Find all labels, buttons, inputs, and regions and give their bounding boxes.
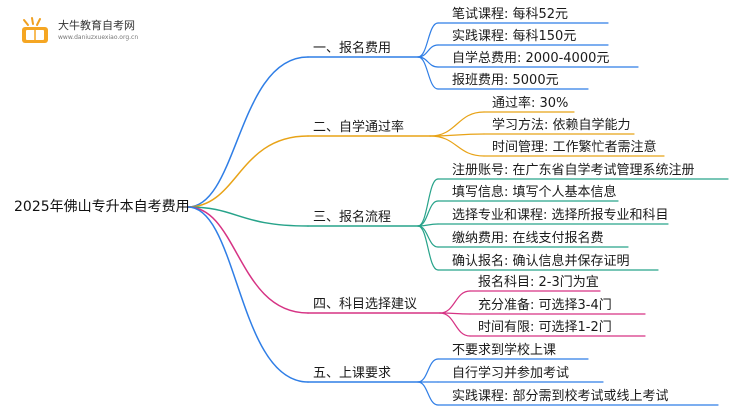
branch-3-child-4-connector	[417, 225, 439, 248]
branch-5-item-1: 不要求到学校上课	[452, 343, 557, 358]
branch-1-item-3: 自学总费用: 2000-4000元	[452, 51, 610, 66]
site-name: 大牛教育自考网	[58, 19, 135, 32]
branch-5-item-2: 自行学习并参加考试	[452, 366, 570, 381]
branch-4-item-1: 报名科目: 2-3门为宜	[478, 275, 599, 290]
branch-3-label: 三、报名流程	[313, 210, 392, 225]
branch-4-connector	[187, 206, 309, 314]
branch-3-item-4: 缴纳费用: 在线支付报名费	[452, 231, 604, 246]
branch-1-child-4-connector	[417, 56, 439, 90]
root-node: 2025年佛山专升本自考费用	[14, 199, 190, 215]
branch-3-child-2-connector	[417, 200, 439, 227]
branch-5-child-3-connector	[417, 381, 439, 406]
site-url: www.daniuzxuexiao.org.cn	[58, 34, 139, 41]
branch-2-connector	[187, 135, 309, 208]
branch-5-child-1-connector	[417, 358, 439, 383]
branch-2-item-3: 时间管理: 工作繁忙者需注意	[492, 140, 657, 155]
branch-3-item-1: 注册账号: 在广东省自学考试管理系统注册	[452, 163, 695, 178]
branch-1-label: 一、报名费用	[313, 41, 392, 56]
branch-4-item-2: 充分准备: 可选择3-4门	[478, 298, 612, 313]
branch-3-item-3: 选择专业和课程: 选择所报专业和科目	[452, 208, 669, 223]
branch-2-item-2: 学习方法: 依赖自学能力	[492, 118, 631, 133]
branch-2-child-1-connector	[429, 111, 485, 137]
branch-1-child-1-connector	[417, 22, 439, 58]
branch-4-child-1-connector	[439, 290, 471, 314]
branch-3-child-5-connector	[417, 225, 439, 271]
branch-3-item-5: 确认报名: 确认信息并保存证明	[452, 254, 630, 269]
branch-1-item-4: 报班费用: 5000元	[452, 73, 559, 88]
branch-3-item-2: 填写信息: 填写个人基本信息	[452, 185, 617, 200]
branch-1-item-1: 笔试课程: 每科52元	[452, 7, 569, 22]
branch-2-item-1: 通过率: 30%	[492, 96, 569, 111]
branch-5-label: 五、上课要求	[313, 366, 392, 381]
branch-2-label: 二、自学通过率	[313, 120, 405, 135]
branch-1-item-2: 实践课程: 每科150元	[452, 29, 577, 44]
branch-4-item-3: 时间有限: 可选择1-2门	[478, 320, 612, 335]
book-logo-icon	[22, 17, 48, 43]
branch-1-connector	[187, 56, 309, 208]
branch-3-child-1-connector	[417, 178, 439, 227]
branch-5-item-3: 实践课程: 部分需到校考试或线上考试	[452, 389, 669, 404]
branch-2-child-3-connector	[429, 135, 485, 157]
branch-4-label: 四、科目选择建议	[313, 297, 418, 312]
branch-4-child-3-connector	[439, 312, 471, 337]
branch-3-connector	[187, 206, 309, 227]
branch-5-connector	[187, 206, 309, 383]
